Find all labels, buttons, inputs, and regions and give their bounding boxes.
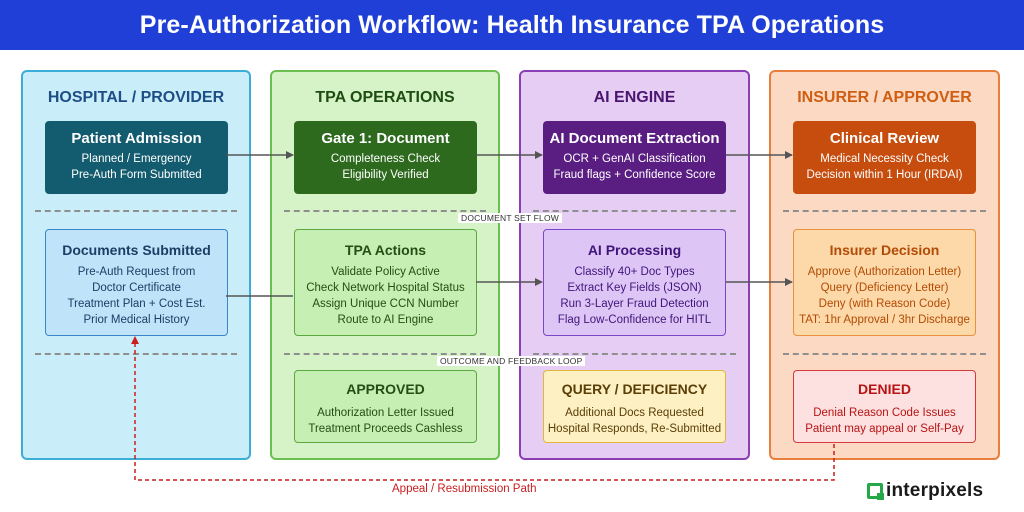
box-line: Check Network Hospital Status bbox=[306, 282, 465, 294]
box-title: AI Document Extraction bbox=[549, 130, 720, 147]
separator bbox=[533, 353, 736, 355]
box-line: Validate Policy Active bbox=[331, 266, 440, 278]
separator bbox=[284, 210, 486, 212]
box-tpa-actions: TPA Actions Validate Policy Active Check… bbox=[294, 229, 477, 336]
separator bbox=[783, 353, 986, 355]
label-outcome-feedback-loop: OUTCOME AND FEEDBACK LOOP bbox=[437, 356, 586, 366]
lane-title-tpa: TPA OPERATIONS bbox=[315, 89, 455, 106]
lane-hospital: HOSPITAL / PROVIDER Patient Admission Pl… bbox=[21, 70, 251, 460]
box-documents-submitted: Documents Submitted Pre-Auth Request fro… bbox=[45, 229, 228, 336]
box-query-deficiency: QUERY / DEFICIENCY Additional Docs Reque… bbox=[543, 370, 726, 443]
box-clinical-review: Clinical Review Medical Necessity Check … bbox=[793, 121, 976, 194]
lane-title-hospital: HOSPITAL / PROVIDER bbox=[47, 89, 225, 106]
box-line: Hospital Responds, Re-Submitted bbox=[547, 423, 722, 435]
box-line: Assign Unique CCN Number bbox=[312, 298, 459, 310]
box-title: Gate 1: Document bbox=[321, 130, 450, 147]
box-line: Approve (Authorization Letter) bbox=[807, 266, 962, 278]
box-title: Patient Admission bbox=[71, 130, 202, 147]
box-title: APPROVED bbox=[346, 381, 425, 397]
box-ai-processing: AI Processing Classify 40+ Doc Types Ext… bbox=[543, 229, 726, 336]
box-ai-extraction: AI Document Extraction OCR + GenAI Class… bbox=[543, 121, 726, 194]
lane-title-ai: AI ENGINE bbox=[593, 89, 676, 106]
box-line: Extract Key Fields (JSON) bbox=[567, 282, 702, 294]
separator bbox=[35, 353, 237, 355]
box-line: Classify 40+ Doc Types bbox=[574, 266, 695, 278]
box-line: Pre-Auth Request from bbox=[77, 266, 196, 278]
arrow-appeal-path bbox=[131, 336, 835, 481]
box-denied: DENIED Denial Reason Code Issues Patient… bbox=[793, 370, 976, 443]
box-line: Denial Reason Code Issues bbox=[813, 407, 956, 419]
box-line: Treatment Proceeds Cashless bbox=[308, 423, 463, 435]
box-line: Decision within 1 Hour (IRDAI) bbox=[806, 169, 963, 181]
box-line: Patient may appeal or Self-Pay bbox=[805, 423, 964, 435]
lane-tpa: TPA OPERATIONS Gate 1: Document Complete… bbox=[270, 70, 500, 460]
box-line: Eligibility Verified bbox=[342, 169, 429, 181]
box-gate-document: Gate 1: Document Completeness Check Elig… bbox=[294, 121, 477, 194]
box-insurer-decision: Insurer Decision Approve (Authorization … bbox=[793, 229, 976, 336]
separator bbox=[284, 353, 486, 355]
box-line: Fraud flags + Confidence Score bbox=[553, 169, 716, 181]
box-line: Authorization Letter Issued bbox=[317, 407, 454, 419]
page-title: Pre-Authorization Workflow: Health Insur… bbox=[139, 10, 885, 39]
box-line: TAT: 1hr Approval / 3hr Discharge bbox=[799, 314, 970, 326]
box-title: QUERY / DEFICIENCY bbox=[561, 381, 708, 397]
box-line: Medical Necessity Check bbox=[820, 153, 949, 165]
box-line: Query (Deficiency Letter) bbox=[820, 282, 949, 294]
box-title: Clinical Review bbox=[829, 130, 940, 147]
lane-insurer: INSURER / APPROVER Clinical Review Medic… bbox=[769, 70, 1000, 460]
box-line: Treatment Plan + Cost Est. bbox=[67, 298, 206, 310]
box-line: Prior Medical History bbox=[83, 314, 190, 326]
box-approved: APPROVED Authorization Letter Issued Tre… bbox=[294, 370, 477, 443]
separator bbox=[35, 210, 237, 212]
label-appeal-path: Appeal / Resubmission Path bbox=[392, 483, 537, 495]
box-title: Documents Submitted bbox=[62, 242, 211, 258]
interpixels-logo: interpixels bbox=[867, 480, 983, 502]
separator bbox=[783, 210, 986, 212]
box-line: Route to AI Engine bbox=[337, 314, 434, 326]
box-patient-admission: Patient Admission Planned / Emergency Pr… bbox=[45, 121, 228, 194]
box-line: Deny (with Reason Code) bbox=[818, 298, 951, 310]
box-title: Insurer Decision bbox=[829, 242, 940, 258]
box-line: Flag Low-Confidence for HITL bbox=[557, 314, 712, 326]
box-line: Pre-Auth Form Submitted bbox=[71, 169, 202, 181]
box-title: TPA Actions bbox=[344, 242, 427, 258]
header-bar: Pre-Authorization Workflow: Health Insur… bbox=[0, 0, 1024, 50]
box-line: OCR + GenAI Classification bbox=[563, 153, 706, 165]
box-line: Additional Docs Requested bbox=[565, 407, 704, 419]
box-line: Planned / Emergency bbox=[81, 153, 192, 165]
box-title: DENIED bbox=[858, 381, 911, 397]
separator bbox=[533, 210, 736, 212]
box-line: Completeness Check bbox=[330, 153, 441, 165]
box-line: Doctor Certificate bbox=[92, 282, 181, 294]
lane-ai: AI ENGINE AI Document Extraction OCR + G… bbox=[519, 70, 750, 460]
box-line: Run 3-Layer Fraud Detection bbox=[560, 298, 709, 310]
interpixels-logo-icon bbox=[867, 483, 884, 500]
lane-title-insurer: INSURER / APPROVER bbox=[797, 89, 972, 106]
label-document-set-flow: DOCUMENT SET FLOW bbox=[458, 213, 563, 223]
box-title: AI Processing bbox=[587, 242, 682, 258]
logo-text: interpixels bbox=[886, 480, 984, 501]
